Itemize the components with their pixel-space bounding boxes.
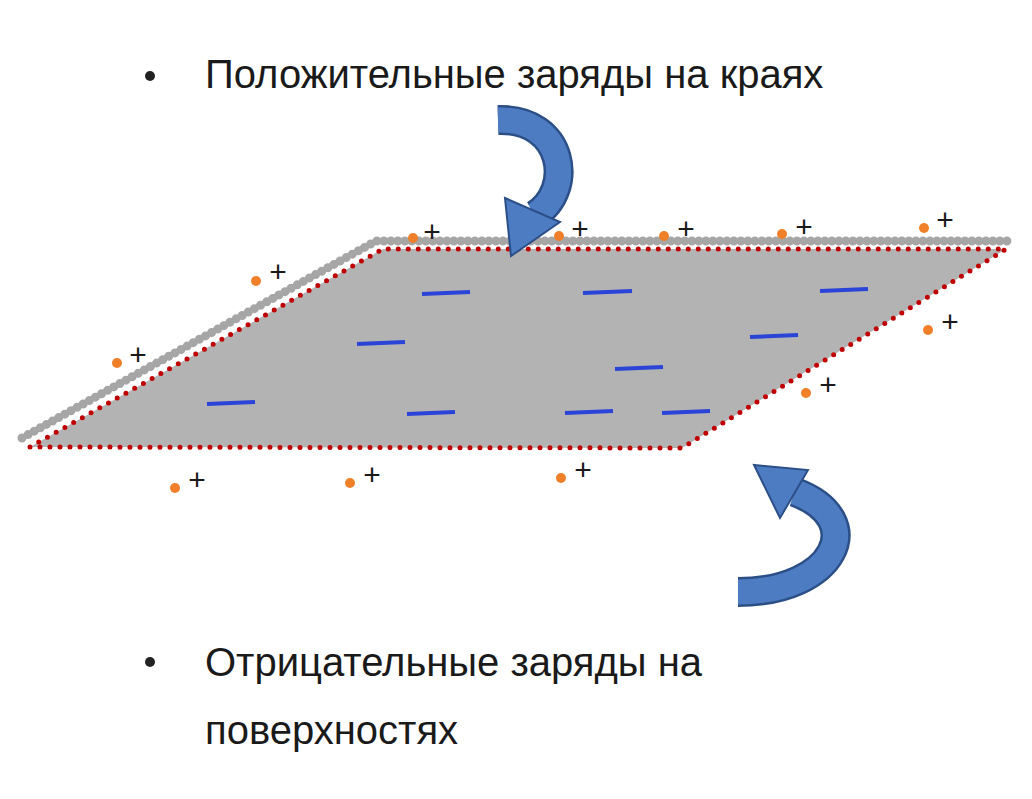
positive-charge-sign: + (795, 212, 813, 242)
positive-charge-sign: + (188, 465, 206, 495)
surface-charge-caption: Отрицательные заряды на поверхностях (205, 628, 825, 764)
bullet (145, 657, 155, 667)
negative-charges (207, 289, 868, 414)
positive-charge-sign: + (574, 455, 592, 485)
positive-charge-sign: + (571, 214, 589, 244)
particle-edge-dots (30, 249, 1006, 448)
positive-charge-sign: + (936, 205, 954, 235)
positive-charge-sign: + (129, 340, 147, 370)
positive-charge-sign: + (363, 460, 381, 490)
positive-charge-sign: + (677, 214, 695, 244)
positive-charge-sign: + (941, 307, 959, 337)
bullet (145, 71, 155, 81)
positive-ion-dots (112, 223, 933, 493)
edge-charge-caption: Положительные заряды на краях (205, 40, 825, 108)
curved-arrow (754, 465, 808, 518)
positive-charge-sign: + (269, 257, 287, 287)
positive-charge-sign: + (423, 217, 441, 247)
positive-charge-sign: + (819, 370, 837, 400)
particle-surface (30, 249, 1006, 448)
curved-arrow (505, 198, 560, 256)
